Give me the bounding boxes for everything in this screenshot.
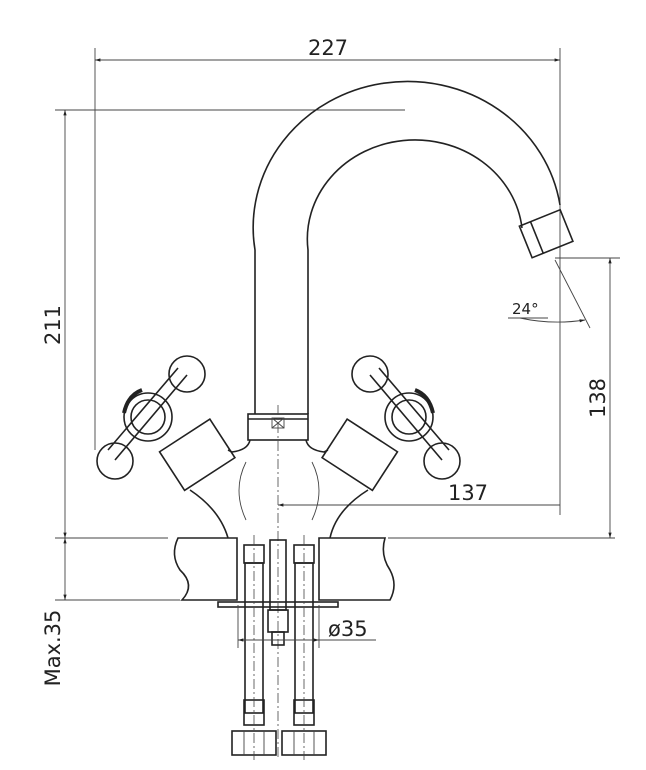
dimension-spout-reach: 137 — [278, 481, 560, 507]
right-cross-handle[interactable] — [351, 355, 461, 480]
left-cross-handle[interactable] — [96, 355, 206, 480]
supply-hoses — [231, 535, 327, 760]
faucet-body — [158, 418, 399, 539]
countertop-section: Max.35 — [41, 537, 615, 687]
spout — [252, 80, 574, 414]
dimension-hole-diameter: ø35 — [237, 605, 376, 648]
dimension-label-138: 138 — [586, 378, 610, 418]
dimension-label-227: 227 — [308, 36, 348, 60]
dimension-label-211: 211 — [41, 305, 65, 345]
dimension-spout-angle: 24° — [508, 259, 591, 329]
dimension-label-137: 137 — [448, 481, 488, 505]
dimension-height: 211 — [41, 109, 405, 538]
dimension-label-24deg: 24° — [512, 300, 539, 318]
dimension-width: 227 — [94, 36, 561, 515]
dimension-label-max35: Max.35 — [41, 610, 65, 687]
dimension-spout-height: 138 — [555, 257, 620, 538]
dimension-label-diameter35: ø35 — [328, 617, 368, 641]
